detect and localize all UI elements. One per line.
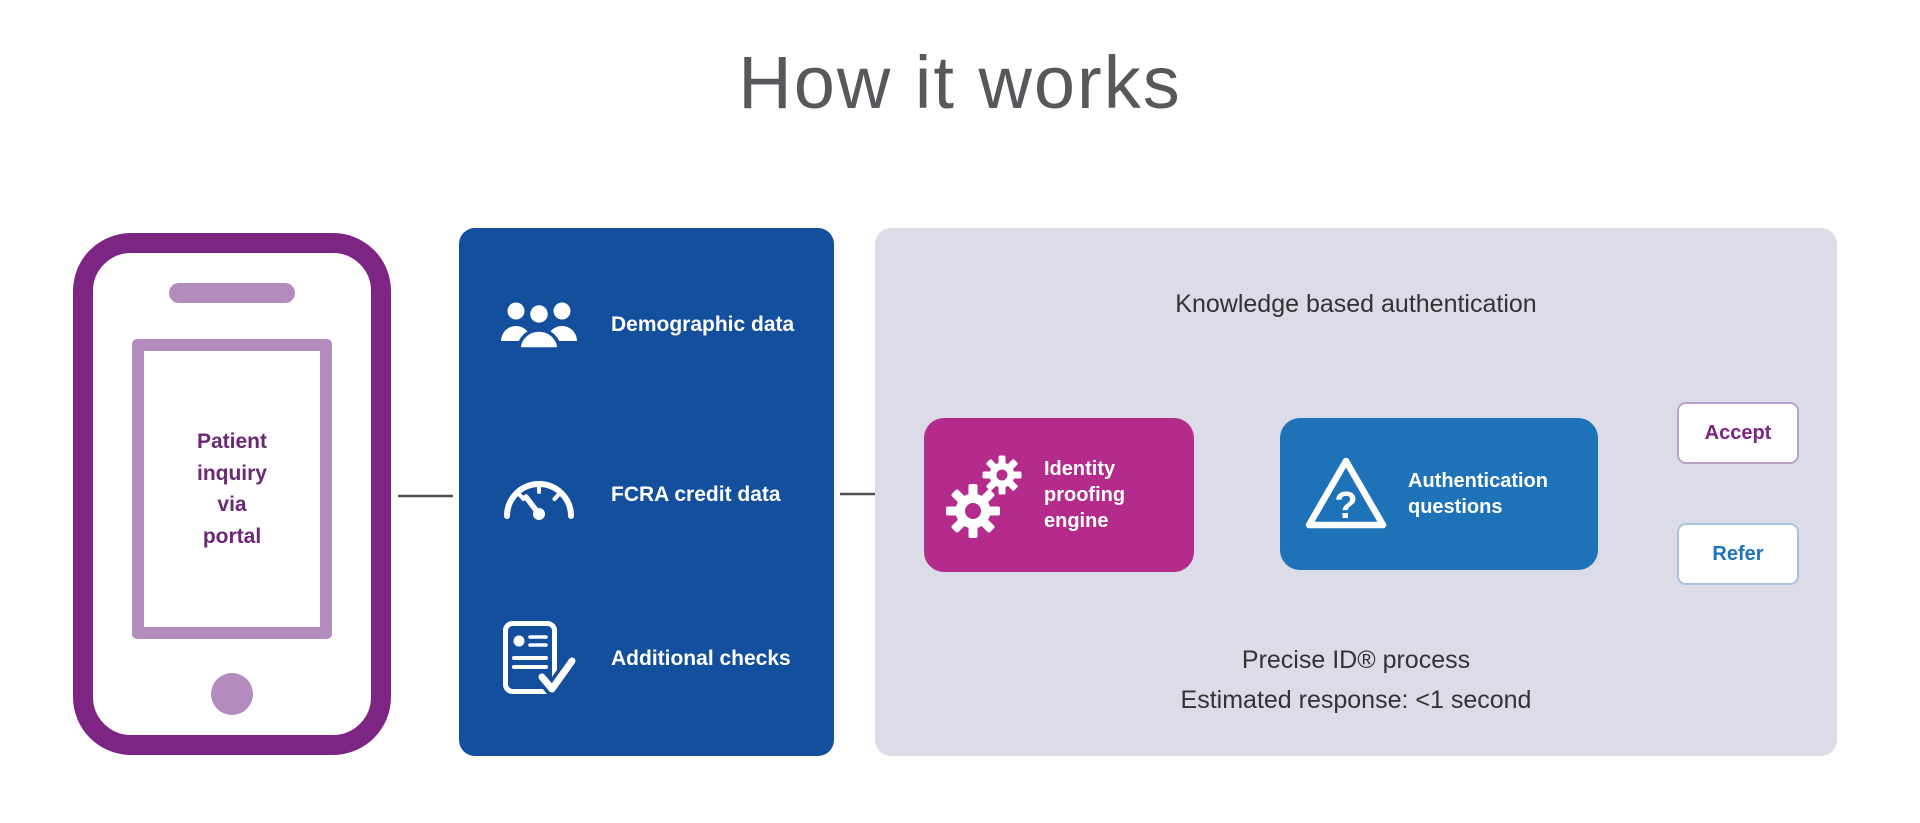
- data-row-demographic: Demographic data: [459, 280, 834, 370]
- kba-title: Knowledge based authentication: [1175, 290, 1537, 318]
- accept-outcome: Accept: [1677, 402, 1799, 464]
- page-title: How it works: [738, 41, 1182, 124]
- phone-label-line: Patient: [196, 430, 267, 453]
- phone-label-line: via: [217, 493, 247, 516]
- engine-label: Identity proofing engine: [1044, 458, 1126, 532]
- refer-outcome: Refer: [1677, 523, 1799, 585]
- data-sources-panel: Demographic data FCRA credit data: [459, 228, 834, 756]
- question-mark-glyph: ?: [1334, 485, 1357, 527]
- identity-proofing-engine-box: Identity proofing engine: [924, 418, 1194, 572]
- gauge-icon: [489, 468, 589, 522]
- kba-panel: Knowledge based authentication: [875, 228, 1837, 756]
- document-check-icon: [489, 619, 589, 699]
- question-triangle-icon: ?: [1296, 450, 1396, 538]
- questions-label: Authentication questions: [1408, 470, 1548, 518]
- phone-speaker: [169, 283, 295, 303]
- process-note: Precise ID® process Estimated response: …: [875, 640, 1837, 720]
- process-line2: Estimated response: <1 second: [1180, 686, 1532, 714]
- phone-home-button: [211, 673, 253, 715]
- people-icon: [489, 296, 589, 354]
- phone-label-line: portal: [202, 524, 262, 548]
- data-row-fcra: FCRA credit data: [459, 450, 834, 540]
- phone-screen: Patient inquiry via portal: [132, 339, 332, 639]
- accept-label: Accept: [1704, 421, 1772, 444]
- phone-label-line: inquiry: [196, 461, 267, 485]
- patient-phone: Patient inquiry via portal: [73, 233, 391, 755]
- process-line1: Precise ID® process: [1241, 646, 1471, 674]
- authentication-questions-box: ? Authentication questions: [1280, 418, 1598, 570]
- data-label-fcra: FCRA credit data: [611, 483, 781, 506]
- phone-label: Patient inquiry via portal: [197, 426, 267, 552]
- data-row-additional: Additional checks: [459, 614, 834, 704]
- gears-icon: [942, 448, 1032, 542]
- data-label-demographic: Demographic data: [611, 313, 795, 336]
- refer-label: Refer: [1712, 542, 1764, 565]
- data-label-additional: Additional checks: [611, 647, 791, 670]
